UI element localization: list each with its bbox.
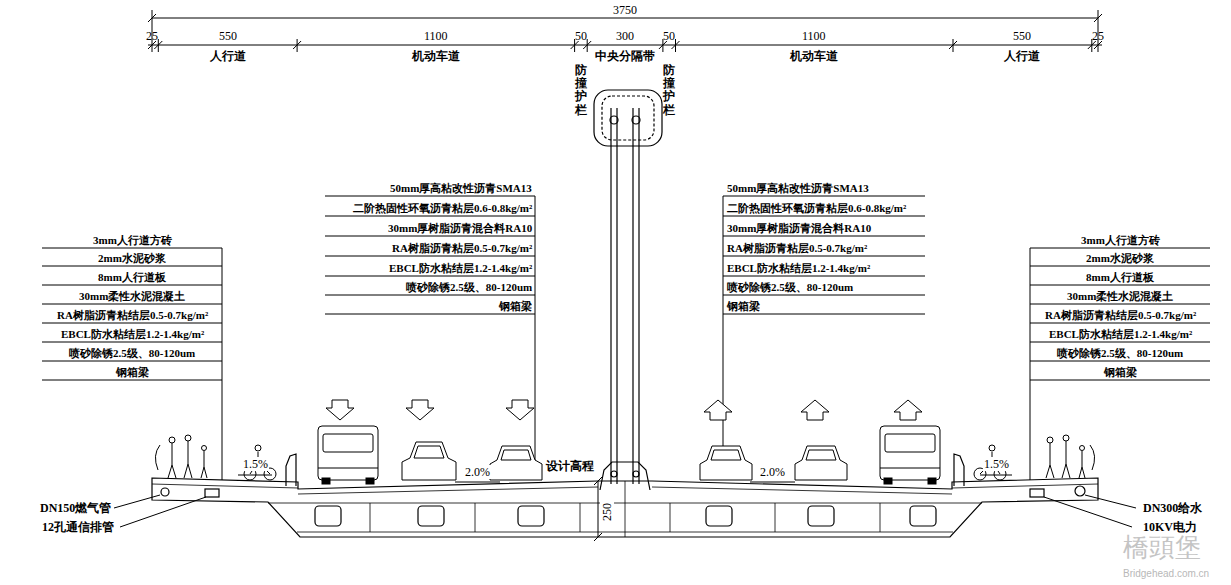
layer-note: RA树脂沥青粘层0.5-0.7kg/m²	[392, 242, 532, 255]
dimension-text: 25	[146, 29, 158, 43]
layer-note: 喷砂除锈2.5级、80-120um	[406, 281, 532, 294]
dimension-text: 50	[575, 29, 587, 43]
layer-note: 3mm人行道方砖	[1081, 234, 1160, 247]
layer-note: EBCL防水粘结层1.2-1.4kg/m²	[727, 262, 870, 275]
zone-name: 防撞护栏	[575, 64, 587, 117]
dimension-text: 50	[663, 29, 675, 43]
cable-tower	[594, 90, 662, 490]
layer-note: 钢箱梁	[499, 300, 532, 313]
layer-note: 50mm厚高粘改性沥青SMA13	[727, 182, 869, 195]
layer-note: 30mm柔性水泥混凝土	[1067, 290, 1173, 303]
layer-note: 钢箱梁	[727, 300, 760, 313]
vehicles	[318, 426, 940, 484]
pipe-leaders	[114, 495, 1136, 527]
dimension-text: 250	[600, 502, 614, 522]
watermark: 橋頭堡	[1123, 534, 1201, 562]
slope-and-dim-marks	[238, 475, 1012, 541]
layer-note: EBCL防水粘结层1.2-1.4kg/m²	[61, 328, 204, 341]
callout-leaders	[42, 196, 1210, 480]
layer-note: 喷砂除锈2.5级、80-120um	[727, 281, 853, 294]
slope-text: 2.0%	[759, 465, 786, 479]
layer-note: 8mm人行道板	[1086, 271, 1154, 284]
layer-note: RA树脂沥青粘结层0.5-0.7kg/m²	[1045, 309, 1196, 322]
layer-note: 二阶热固性环氧沥青粘层0.6-0.8kg/m²	[727, 202, 906, 215]
layer-note: 钢箱梁	[116, 366, 149, 379]
layer-note: 30mm柔性水泥混凝土	[79, 290, 185, 303]
layer-note: 8mm人行道板	[98, 271, 166, 284]
dimension-text: 25	[1092, 29, 1104, 43]
slope-text: 1.5%	[983, 457, 1010, 471]
pipe-name: DN150燃气管	[40, 501, 111, 515]
dimension-text: 1100	[802, 29, 826, 43]
slope-text: 2.0%	[464, 465, 491, 479]
zone-name: 防撞护栏	[663, 64, 675, 117]
zone-name: 机动车道	[790, 49, 838, 63]
pipe-name: 12孔通信排管	[42, 520, 114, 534]
layer-note: RA树脂沥青粘层0.5-0.7kg/m²	[727, 242, 867, 255]
zone-name: 中央分隔带	[595, 49, 655, 63]
dimension-text: 300	[616, 29, 634, 43]
layer-note: 喷砂除锈2.5级、80-120um	[69, 347, 195, 360]
dimension-text: 550	[1013, 29, 1031, 43]
layer-note: 3mm人行道方砖	[93, 234, 172, 247]
layer-note: EBCL防水粘结层1.2-1.4kg/m²	[1049, 328, 1192, 341]
layer-note: EBCL防水粘结层1.2-1.4kg/m²	[389, 262, 532, 275]
zone-name: 人行道	[1004, 49, 1040, 63]
steel-box-girder	[152, 478, 1098, 537]
zone-name: 人行道	[210, 49, 246, 63]
dimension-text: 3750	[613, 3, 637, 17]
layer-note: 钢箱梁	[1104, 366, 1137, 379]
layer-note: RA树脂沥青粘结层0.5-0.7kg/m²	[57, 309, 208, 322]
layer-note: 30mm厚树脂沥青混合料RA10	[727, 222, 871, 235]
layer-note: 二阶热固性环氧沥青粘层0.6-0.8kg/m²	[353, 202, 532, 215]
layer-note: 喷砂除锈2.5级、80-120um	[1057, 347, 1183, 360]
layer-note: 2mm水泥砂浆	[1086, 252, 1154, 265]
layer-note: 2mm水泥砂浆	[98, 252, 166, 265]
dimension-text: 550	[219, 29, 237, 43]
pipe-name: 10KV电力	[1143, 520, 1197, 534]
layer-note: 50mm厚高粘改性沥青SMA13	[390, 182, 532, 195]
watermark: Bridgehead.com.cn	[1123, 568, 1209, 580]
elevation-text: 设计高程	[545, 459, 595, 473]
pipe-name: DN300给水	[1143, 501, 1202, 515]
dimension-text: 1100	[424, 29, 448, 43]
traffic-arrows	[326, 400, 922, 420]
slope-text: 1.5%	[242, 457, 269, 471]
zone-name: 机动车道	[412, 49, 460, 63]
layer-note: 30mm厚树脂沥青混合料RA10	[388, 222, 532, 235]
